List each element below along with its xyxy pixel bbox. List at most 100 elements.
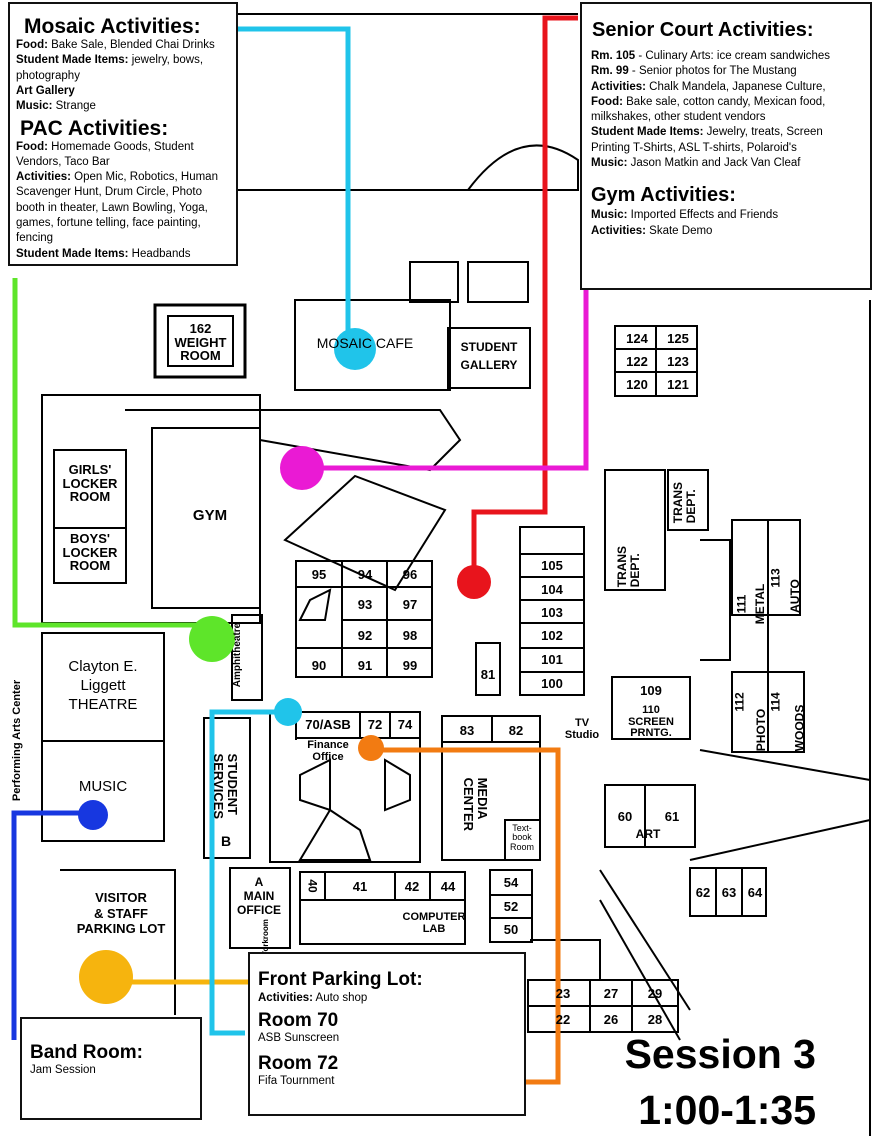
room70-connector (209, 709, 288, 1036)
front-parking-box: Front Parking Lot: Activities: Auto shop… (248, 952, 526, 1116)
session-title: Session 3 (624, 1031, 816, 1077)
room-125: 125 (667, 331, 689, 346)
band-title: Band Room: (30, 1042, 143, 1063)
gym-marker (280, 446, 324, 490)
gym-music: Imported Effects and Friends (630, 209, 779, 222)
pac-connector (12, 278, 212, 628)
room-98: 98 (402, 628, 418, 643)
gym-label: GYM (192, 507, 228, 524)
senior-court-box: Senior Court Activities: Rm. 105 - Culin… (580, 2, 872, 290)
performing-arts-label: Performing Arts Center (11, 679, 24, 802)
room-120: 120 (626, 377, 648, 392)
pac-items: Headbands (131, 247, 191, 260)
trans-dept-label-2: TRANS DEPT. (671, 481, 698, 524)
room-91: 91 (357, 658, 373, 673)
mosaic-gallery: Art Gallery (16, 84, 75, 97)
weight-room-label: 162 WEIGHT ROOM (174, 321, 227, 364)
senior-activities: Chalk Mandela, Japanese Culture, (649, 80, 826, 93)
photo-label: PHOTO (754, 708, 769, 752)
gym-connector (302, 280, 589, 471)
girls-locker-label: GIRLS' LOCKER ROOM (62, 462, 118, 505)
room-109: 109 (640, 683, 662, 698)
student-gallery-label: STUDENT GALLERY (460, 340, 518, 372)
room-28: 28 (647, 1012, 663, 1027)
band-marker (78, 800, 108, 830)
room-27: 27 (603, 986, 619, 1001)
mosaic-activities-box: Mosaic Activities: Food: Bake Sale, Blen… (8, 2, 238, 266)
room-102: 102 (541, 628, 563, 643)
room-104: 104 (541, 582, 563, 597)
mosaic-marker (334, 328, 376, 370)
mosaic-cafe-label: MOSAIC CAFE (316, 335, 414, 351)
room-122: 122 (626, 354, 648, 369)
music-label: MUSIC (78, 778, 128, 795)
room70-activity: ASB Sunscreen (258, 1032, 340, 1045)
room-22: 22 (555, 1012, 571, 1027)
room-52: 52 (503, 899, 519, 914)
trans-dept-label-1: TRANS DEPT. (615, 545, 642, 588)
senior-marker (457, 565, 491, 599)
room-29: 29 (647, 986, 663, 1001)
auto-label: AUTO (787, 579, 802, 613)
textbook-room-label: Text- book Room (509, 823, 534, 852)
pac-title: PAC Activities: (20, 116, 169, 140)
room72-title: Room 72 (258, 1053, 339, 1075)
room-40: 40 (305, 879, 320, 893)
band-room-box: Band Room: Jam Session (20, 1017, 202, 1120)
room-124: 124 (626, 331, 648, 346)
media-center-label: MEDIA CENTER (460, 777, 491, 832)
mosaic-music: Strange (55, 100, 96, 113)
pac-activities: Open Mic, Robotics, Human Scavenger Hunt… (16, 171, 218, 245)
room72-marker (358, 735, 384, 761)
label-b: B (220, 833, 232, 849)
room-113: 113 (768, 568, 783, 588)
room-105: 105 (541, 558, 563, 573)
amphitheatre-label: Amphitheatre (232, 622, 244, 688)
room-72: 72 (367, 717, 383, 732)
computer-lab-label: COMPUTER LAB (402, 911, 466, 935)
pac-food: Homemade Goods, Student Vendors, Taco Ba… (16, 140, 194, 168)
room-63: 63 (721, 885, 737, 900)
room-44: 44 (440, 879, 456, 894)
room-70-asb: 70/ASB (305, 717, 351, 732)
senior-title: Senior Court Activities: (592, 19, 814, 41)
room-96: 96 (402, 567, 418, 582)
visitor-parking-label: VISITOR & STAFF PARKING LOT (76, 890, 166, 937)
art-label: ART (635, 827, 661, 841)
gym-title: Gym Activities: (591, 184, 736, 207)
mosaic-items: jewelry, bows, photography (16, 54, 204, 82)
tv-studio-label: TV Studio (564, 717, 600, 741)
room-62: 62 (695, 885, 711, 900)
senior-rm99: - Senior photos for The Mustang (631, 65, 797, 78)
room-42: 42 (404, 879, 420, 894)
room-99: 99 (402, 658, 418, 673)
room-60: 60 (617, 809, 633, 824)
room-121: 121 (667, 377, 689, 392)
room-83: 83 (459, 723, 475, 738)
room-61: 61 (664, 809, 680, 824)
senior-music: Jason Matkin and Jack Van Cleaf (630, 157, 801, 170)
room-50: 50 (503, 922, 519, 937)
mosaic-connector (203, 26, 351, 346)
dome-structure (466, 144, 579, 191)
room-81: 81 (480, 667, 496, 682)
screen-printing-label: 110 SCREEN PRNTG. (628, 704, 674, 740)
boys-locker-label: BOYS' LOCKER ROOM (62, 531, 118, 574)
room-112: 112 (732, 692, 747, 712)
room-93: 93 (357, 597, 373, 612)
room-114: 114 (768, 692, 783, 712)
pac-marker (189, 616, 235, 662)
room-123: 123 (667, 354, 689, 369)
room-94: 94 (357, 567, 373, 582)
room-95: 95 (311, 567, 327, 582)
session-time: 1:00-1:35 (638, 1087, 816, 1133)
senior-items: Jewelry, treats, Screen Printing T-Shirt… (591, 126, 823, 154)
room72-activity: Fifa Tournment (258, 1075, 335, 1088)
campus-boundary (238, 13, 871, 1136)
front-title: Front Parking Lot: (258, 969, 423, 990)
room-54: 54 (503, 875, 519, 890)
metal-label: METAL (753, 583, 768, 625)
front-activities: Auto shop (315, 991, 368, 1004)
woods-label: WOODS (792, 704, 807, 752)
